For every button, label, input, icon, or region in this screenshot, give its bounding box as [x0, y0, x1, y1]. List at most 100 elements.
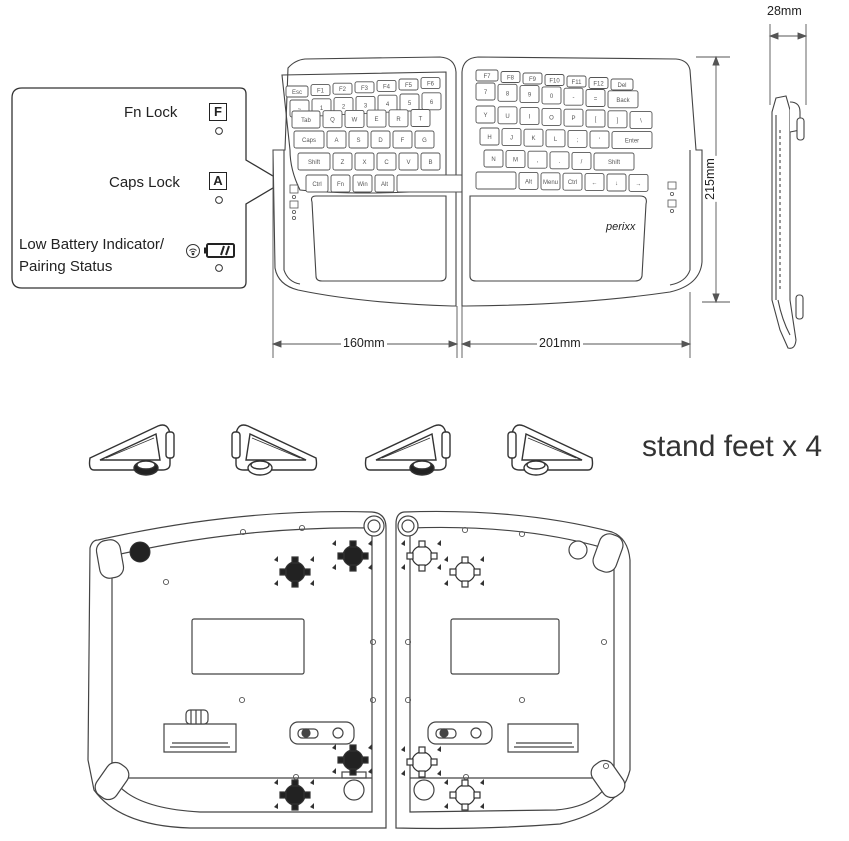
keyboard-key: Ctrl: [562, 172, 583, 191]
keyboard-key: [: [585, 109, 606, 128]
key-label: Tab: [301, 118, 311, 124]
key-label: N: [491, 157, 495, 163]
stand-mount-point: [444, 779, 484, 811]
keyboard-key: B: [420, 152, 441, 171]
keyboard-key: F11: [566, 75, 587, 88]
keyboard-key: -: [563, 87, 584, 106]
keyboard-key: Esc: [285, 85, 309, 98]
key-label: S: [356, 138, 360, 144]
keyboard-key: E: [366, 109, 387, 128]
keyboard-key: Y: [475, 105, 496, 124]
stand-feet-label: stand feet x 4: [642, 430, 823, 463]
stand-foot: [507, 424, 594, 476]
keyboard-key: =: [585, 89, 606, 107]
right-mount-points: [401, 540, 484, 811]
left-width-dimension: 160mm: [341, 336, 387, 350]
bottom-view-left: [87, 510, 387, 829]
keyboard-key: C: [376, 152, 397, 171]
key-label: →: [636, 181, 642, 187]
wireless-icon: [186, 244, 200, 258]
keyboard-key: F4: [376, 79, 397, 92]
keyboard-key: Alt: [374, 174, 395, 193]
screw-hole: [292, 773, 300, 781]
keyboard-key: T: [410, 109, 431, 127]
keyboard-key: Q: [322, 110, 343, 129]
keyboard-key: F: [392, 130, 413, 149]
fn-lock-label: Fn Lock: [124, 104, 178, 121]
key-label: W: [352, 117, 358, 123]
stand-mount-point: [444, 556, 484, 588]
key-label: D: [378, 138, 383, 144]
keyboard-key: ↓: [606, 173, 627, 192]
battery-led: [215, 264, 223, 272]
side-profile: [771, 95, 805, 349]
stand-mount-point: [274, 556, 314, 588]
key-label: 9: [528, 93, 532, 99]
key-label: H: [487, 135, 491, 141]
key-label: Win: [357, 182, 367, 188]
key-label: A: [334, 138, 338, 144]
key-label: F6: [427, 82, 435, 88]
key-label: E: [374, 117, 378, 123]
keyboard-key: /: [571, 151, 592, 170]
screw-hole: [461, 526, 469, 534]
keyboard-key: Ctrl: [305, 174, 329, 193]
screw-hole: [404, 696, 412, 704]
key-label: 4: [386, 102, 390, 108]
key-label: Esc: [292, 90, 302, 96]
screw-hole: [404, 638, 412, 646]
keyboard-key: S: [348, 130, 369, 149]
key-label: Ctrl: [312, 182, 321, 188]
keyboard-key: Del: [610, 78, 634, 91]
screw-hole: [518, 696, 526, 704]
key-label: Ctrl: [568, 180, 577, 186]
keyboard-key: F12: [588, 77, 609, 89]
keyboard-key: K: [523, 128, 544, 147]
keyboard-key: R: [388, 109, 409, 128]
keyboard-key: Tab: [291, 110, 321, 129]
screw-hole: [369, 638, 377, 646]
screw-hole: [238, 696, 246, 704]
keyboard-key: 3: [355, 95, 376, 114]
keyboard-key: 5: [399, 93, 420, 112]
key-label: ←: [592, 181, 598, 187]
stand-mount-point: [332, 744, 372, 776]
brand-logo: perixx: [605, 221, 636, 233]
keyboard-key: W: [344, 109, 365, 128]
stand-mount-point: [401, 540, 441, 572]
keyboard-key: F5: [398, 78, 419, 91]
screw-hole: [298, 524, 306, 532]
key-label: ]: [617, 118, 619, 124]
left-indicator-strip: [289, 184, 299, 220]
key-label: 3: [364, 103, 368, 109]
key-label: B: [428, 160, 432, 166]
keyboard-key: F10: [544, 74, 565, 86]
key-label: Shift: [308, 160, 320, 166]
key-label: 2: [342, 105, 346, 111]
key-label: ;: [577, 137, 579, 143]
battery-label-line2: Pairing Status: [19, 258, 113, 275]
keyboard-key: ': [589, 130, 610, 149]
keyboard-key: U: [497, 106, 518, 125]
keyboard-key: M: [505, 150, 526, 169]
stand-mount-point: [401, 746, 441, 778]
keyboard-key: Back: [607, 90, 639, 109]
key-label: F2: [339, 87, 347, 93]
stand-foot: [231, 424, 318, 476]
key-label: F11: [572, 80, 583, 86]
key-label: 6: [430, 100, 434, 106]
right-width-dimension: 201mm: [537, 336, 583, 350]
key-label: U: [505, 114, 509, 120]
key-label: .: [559, 159, 561, 165]
keyboard-key: D: [370, 130, 391, 149]
screw-hole: [369, 696, 377, 704]
keyboard-key: X: [354, 152, 375, 171]
keyboard-key: F6: [420, 77, 441, 90]
key-label: F5: [405, 83, 413, 89]
key-label: =: [594, 97, 598, 103]
key-label: V: [406, 160, 410, 166]
keyboard-key: Menu: [540, 172, 561, 191]
